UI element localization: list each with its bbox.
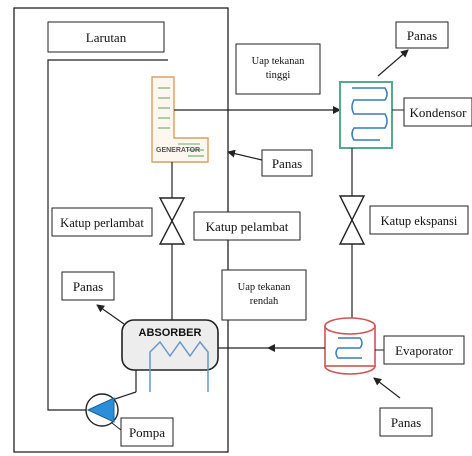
generator-coil — [158, 87, 204, 157]
weak-solution-line-2 — [111, 391, 137, 401]
bowtie-valve-icon[interactable] — [338, 195, 366, 245]
generator-heat-arrow — [227, 149, 263, 161]
evaporator-text: Evaporator — [395, 343, 453, 358]
panas-top-box — [395, 21, 449, 49]
bowtie-valve-icon[interactable] — [158, 197, 186, 245]
uap-tinggi-box — [235, 43, 321, 95]
absorber-label: ABSORBER — [139, 327, 202, 339]
uap-rendah-box — [221, 269, 307, 321]
panas-bottom-box — [379, 407, 433, 437]
katup-pelambat-text: Katup pelambat — [206, 219, 289, 234]
pompa-box — [120, 417, 174, 447]
katup-ekspansi-text: Katup ekspansi — [381, 214, 458, 228]
absorber-heat-arrow — [96, 304, 125, 325]
pompa-label-leader — [111, 422, 122, 431]
panas-top-text: Panas — [407, 28, 437, 43]
uap-rendah-text-1: Uap tekanan — [238, 282, 292, 293]
kondensor-heat-arrow — [377, 49, 409, 77]
absorber-coil — [149, 340, 209, 392]
solution-loop-line — [47, 59, 168, 411]
evaporator-coil — [335, 337, 363, 359]
larutan-text: Larutan — [86, 30, 127, 45]
katup-perlambat-text: Katup perlambat — [60, 216, 144, 230]
katup-ekspansi-box — [369, 205, 469, 235]
kondensor-box — [403, 97, 472, 127]
panas-generator-box — [261, 149, 313, 177]
katup-perlambat-box — [51, 207, 153, 237]
larutan-box — [47, 21, 165, 53]
pompa-text: Pompa — [129, 425, 165, 440]
absorber-vessel — [121, 319, 219, 371]
panas-absorber-box — [61, 271, 115, 301]
uap-tinggi-text-2: tinggi — [266, 70, 291, 81]
katup-pelambat-box — [193, 211, 301, 241]
panas-absorber-text: Panas — [73, 279, 103, 294]
evaporator-vessel — [324, 317, 376, 375]
panas-generator-text: Panas — [272, 156, 302, 171]
uap-rendah-text-2: rendah — [250, 296, 279, 307]
kondensor-vessel — [339, 81, 393, 149]
kondensor-coil — [351, 87, 388, 141]
panas-bottom-text: Panas — [391, 415, 421, 430]
generator-label: GENERATOR — [156, 147, 200, 154]
uap-tinggi-text-1: Uap tekanan — [252, 56, 306, 67]
pump-icon[interactable] — [85, 393, 119, 427]
evaporator-box — [383, 335, 465, 365]
evaporator-heat-arrow — [373, 377, 401, 399]
kondensor-text: Kondensor — [409, 105, 467, 120]
